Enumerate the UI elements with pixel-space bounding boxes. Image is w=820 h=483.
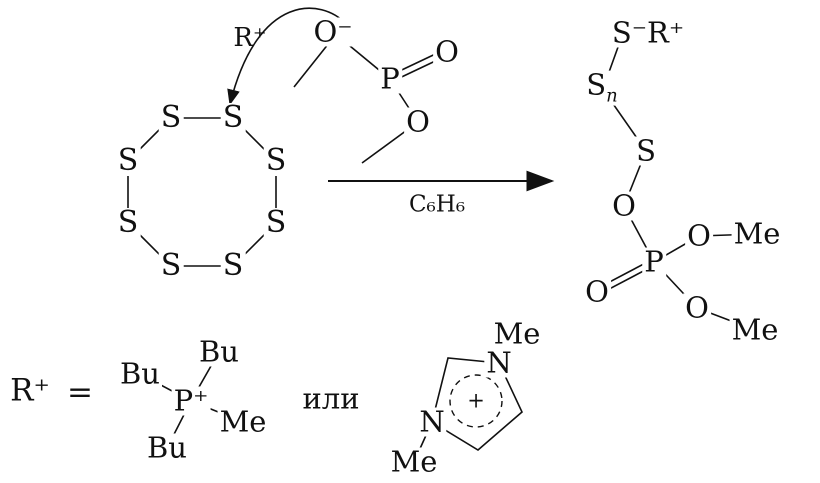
- product-polysulfide-label: Sn: [584, 67, 620, 107]
- phosphonium-bu-bottom-label: Bu: [145, 430, 189, 465]
- polysulfide-s: S: [586, 67, 607, 102]
- phosphonium-p-label: P⁺: [171, 383, 211, 418]
- imidazolium-n-top-label: N: [484, 345, 514, 380]
- product-upper-o-label: O: [685, 218, 713, 253]
- sulfur-ring-bonds: [127, 117, 277, 267]
- sulfur-ring-atom: S: [220, 100, 246, 135]
- phosphonium-bu-left-label: Bu: [118, 356, 162, 391]
- phosphonium-me-label: Me: [217, 404, 269, 439]
- phosphate-o-minus-label: O⁻: [311, 14, 355, 49]
- reagent-cation-label: R⁺: [233, 23, 267, 53]
- sulfur-ring-atom: S: [263, 205, 289, 240]
- sulfur-ring-atom: S: [158, 248, 184, 283]
- phosphonium-bu-top-label: Bu: [197, 334, 241, 369]
- or-word: или: [302, 381, 360, 416]
- imidazolium-plus-charge: +: [467, 388, 485, 413]
- product-p-label: P: [642, 244, 666, 279]
- phosphate-p-label: P: [378, 61, 402, 96]
- sulfur-ring-atom: S: [158, 100, 184, 135]
- imidazolium-n-bottom-label: N: [417, 404, 447, 439]
- phosphate-double-o-label: O: [433, 34, 461, 69]
- phosphate-ester-o-label: O: [404, 104, 432, 139]
- equals-sign: =: [67, 374, 93, 411]
- imidazolium-me-top-label: Me: [491, 316, 543, 351]
- product-bridge-o-label: O: [610, 188, 638, 223]
- reagent-bonds: [293, 31, 449, 164]
- product-lower-me-label: Me: [729, 312, 781, 347]
- cation-definition-lhs: R⁺: [10, 372, 50, 409]
- product-lower-o-label: O: [683, 290, 711, 325]
- product-s-label: S: [634, 133, 658, 168]
- sulfur-ring-atom: S: [220, 248, 246, 283]
- imidazolium-me-bottom-label: Me: [388, 444, 440, 479]
- product-double-o-label: O: [583, 274, 611, 309]
- polysulfide-n-subscript: n: [606, 85, 618, 107]
- sulfur-ring-atom: S: [115, 143, 141, 178]
- sulfur-ring-atom: S: [115, 205, 141, 240]
- product-sulfide-ion-pair-label: S⁻R⁺: [609, 15, 687, 50]
- sulfur-ring-atom: S: [263, 143, 289, 178]
- curved-arrow: [227, 7, 347, 106]
- product-bonds: [595, 35, 758, 331]
- aromatic-dashed-circle: [449, 374, 503, 428]
- product-upper-me-label: Me: [731, 216, 783, 251]
- solvent-label: C₆H₆: [406, 191, 468, 218]
